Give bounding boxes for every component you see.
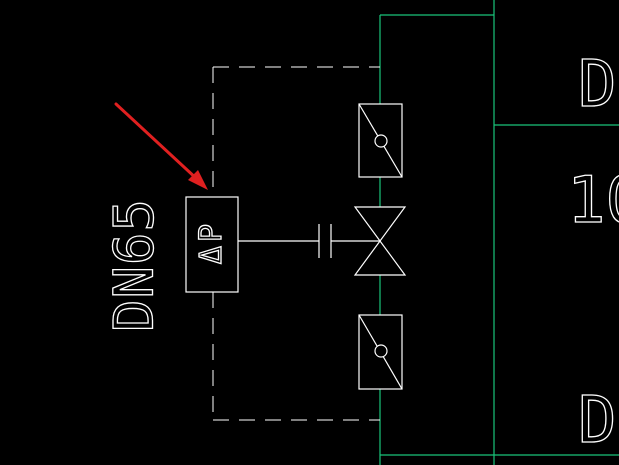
globe-valve-icon[interactable] — [353, 206, 407, 276]
globe-valve-lower — [353, 239, 407, 276]
differential-pressure-valve-icon[interactable]: ΔP — [185, 196, 239, 293]
dp-valve-box — [185, 196, 239, 293]
right-label-top: D — [578, 48, 617, 122]
signal-connection — [238, 224, 380, 258]
red-arrow-icon — [114, 102, 208, 190]
dp-valve-label: ΔP — [194, 224, 229, 264]
right-label-bottom: D — [578, 384, 617, 458]
lower-ball-valve-ball — [374, 344, 388, 358]
globe-valve-upper — [353, 206, 407, 243]
upper-ball-valve-icon[interactable] — [358, 103, 403, 178]
impulse-line-dashed — [212, 66, 380, 421]
pipe-size-label-group: DN65 — [102, 197, 166, 332]
upper-ball-valve-ball — [374, 134, 388, 148]
lower-ball-valve-icon[interactable] — [358, 314, 403, 390]
right-label-mid: 10 — [567, 164, 619, 238]
pipe-size-label: DN65 — [103, 198, 166, 332]
